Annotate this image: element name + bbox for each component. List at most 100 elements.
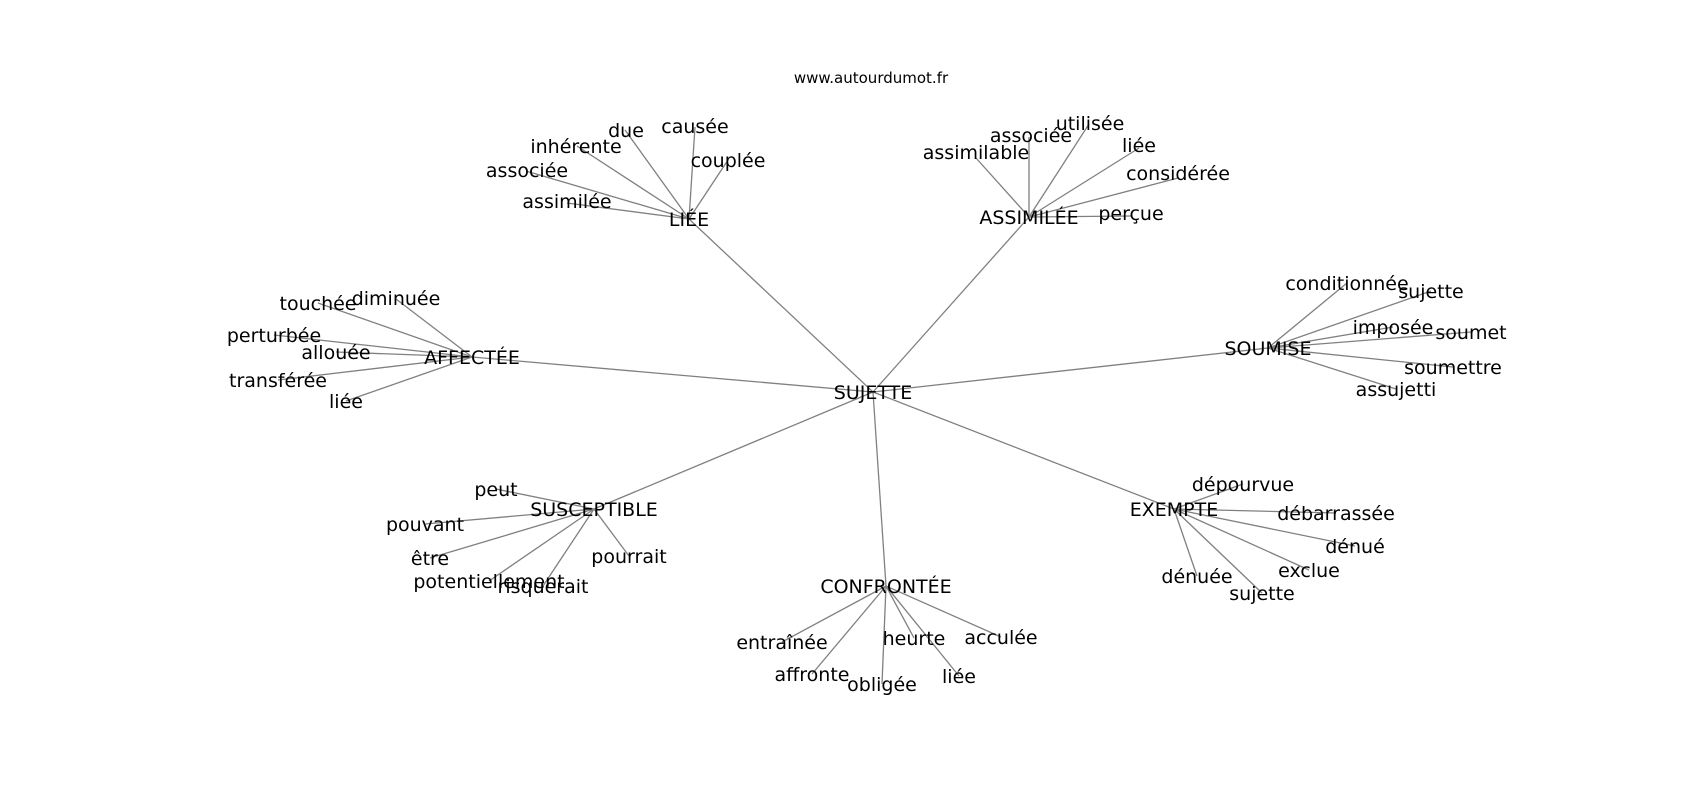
edge-hub-leaf [335, 351, 473, 358]
edge-hub-leaf [975, 157, 1030, 218]
leaf-node: assimilable [923, 142, 1029, 164]
leaf-node: acculée [964, 627, 1037, 649]
hub-node: LIÉE [669, 208, 709, 231]
leaf-node: diminuée [352, 288, 441, 310]
edge-hub-leaf [811, 585, 887, 675]
edge-hub-leaf [1173, 508, 1198, 577]
edge-hub-leaf [317, 302, 473, 358]
leaf-node: sujette [1229, 583, 1295, 605]
leaf-node: considérée [1126, 163, 1230, 185]
leaf-node: allouée [301, 342, 370, 364]
leaf-node: potentiellement [413, 571, 564, 593]
edge-hub-leaf [277, 356, 473, 381]
graph-edges [273, 123, 1472, 685]
edge-hub-leaf [1173, 483, 1244, 510]
leaf-node: conditionnée [1285, 273, 1408, 295]
leaf-node: exclue [1278, 560, 1340, 582]
edge-hub-leaf [885, 585, 960, 677]
edge-hub-leaf [576, 145, 690, 220]
edge-hub-leaf [1173, 508, 1263, 594]
edge-hub-leaf [688, 126, 696, 220]
edge-hub-leaf [1267, 290, 1432, 349]
leaf-node: dénuée [1161, 566, 1232, 588]
leaf-node: risquerait [498, 576, 589, 598]
leaf-node: assujetti [1356, 379, 1437, 401]
edge-hub-leaf [688, 159, 729, 220]
leaf-node: sujette [1398, 281, 1464, 303]
leaf-node: perturbée [227, 325, 321, 347]
leaf-node: due [608, 120, 644, 142]
leaf-node: transférée [229, 370, 327, 392]
leaf-node: assimilée [522, 191, 611, 213]
leaf-node: perçue [1098, 203, 1163, 225]
edge-hub-leaf [885, 585, 915, 639]
hub-node: AFFECTÉE [424, 346, 520, 369]
leaf-node: touchée [280, 293, 357, 315]
edge-hub-leaf [424, 508, 595, 525]
edge-hub-leaf [395, 298, 473, 358]
edge-hub-leaf [1267, 347, 1454, 368]
leaf-node: liée [942, 666, 976, 688]
edge-center-hub [872, 347, 1269, 393]
hub-node: SUSCEPTIBLE [530, 499, 658, 521]
leaf-node: pouvant [386, 514, 464, 536]
edge-hub-leaf [593, 508, 630, 557]
hub-node: EXEMPTE [1130, 499, 1219, 521]
edge-hub-leaf [781, 585, 887, 643]
leaf-node: affronte [775, 664, 850, 686]
edge-hub-leaf [542, 508, 595, 587]
edge-hub-leaf [429, 508, 595, 559]
leaf-node: associée [990, 125, 1072, 147]
leaf-node: associée [486, 160, 568, 182]
edge-hub-leaf [881, 585, 887, 685]
edge-center-hub [872, 391, 1175, 510]
edge-center-hub [688, 218, 874, 393]
leaf-node: utilisée [1056, 113, 1125, 135]
leaf-node: entraînée [736, 632, 827, 654]
leaf-node: débarrassée [1277, 503, 1395, 525]
edge-hub-leaf [1267, 347, 1397, 390]
graph-labels: www.autourdumot.fr SUJETTELIÉEinhérented… [227, 69, 1507, 696]
edge-hub-leaf [1028, 215, 1132, 218]
leaf-node: imposée [1353, 317, 1434, 339]
edge-hub-leaf [885, 585, 1002, 638]
edge-hub-leaf [345, 356, 473, 402]
hub-node: ASSIMILÉE [979, 206, 1078, 229]
edge-hub-leaf [1028, 147, 1140, 218]
leaf-node: causée [661, 116, 728, 138]
source-watermark: www.autourdumot.fr [794, 69, 949, 87]
leaf-node: heurte [883, 628, 946, 650]
edge-hub-leaf [1267, 331, 1472, 349]
edge-hub-leaf [1173, 508, 1337, 514]
leaf-node: dénué [1325, 536, 1385, 558]
edge-center-hub [872, 216, 1030, 393]
edge-hub-leaf [1267, 326, 1394, 349]
leaf-node: couplée [691, 150, 766, 172]
edge-center-hub [872, 391, 887, 587]
edge-hub-leaf [1173, 508, 1356, 547]
leaf-node: dépourvue [1192, 474, 1294, 496]
edge-center-hub [593, 391, 874, 510]
leaf-node: inhérente [530, 136, 621, 158]
leaf-node: soumet [1435, 322, 1506, 344]
edge-hub-leaf [1173, 508, 1310, 571]
leaf-node: soumettre [1404, 357, 1502, 379]
edge-hub-leaf [488, 508, 595, 582]
leaf-node: obligée [847, 674, 917, 696]
edge-hub-leaf [1028, 123, 1090, 218]
leaf-node: pourrait [591, 546, 666, 568]
leaf-node: liée [329, 391, 363, 413]
center-node: SUJETTE [834, 382, 912, 404]
leaf-node: peut [474, 479, 517, 501]
hub-node: SOUMISE [1225, 338, 1312, 360]
edge-hub-leaf [1028, 177, 1179, 218]
edge-hub-leaf [495, 488, 595, 510]
edge-hub-leaf [525, 170, 690, 220]
leaf-node: être [411, 548, 449, 570]
edge-hub-leaf [273, 334, 473, 358]
edge-hub-leaf [1267, 282, 1348, 349]
edge-hub-leaf [624, 129, 690, 220]
edge-center-hub [471, 356, 874, 393]
edge-hub-leaf [566, 202, 690, 220]
